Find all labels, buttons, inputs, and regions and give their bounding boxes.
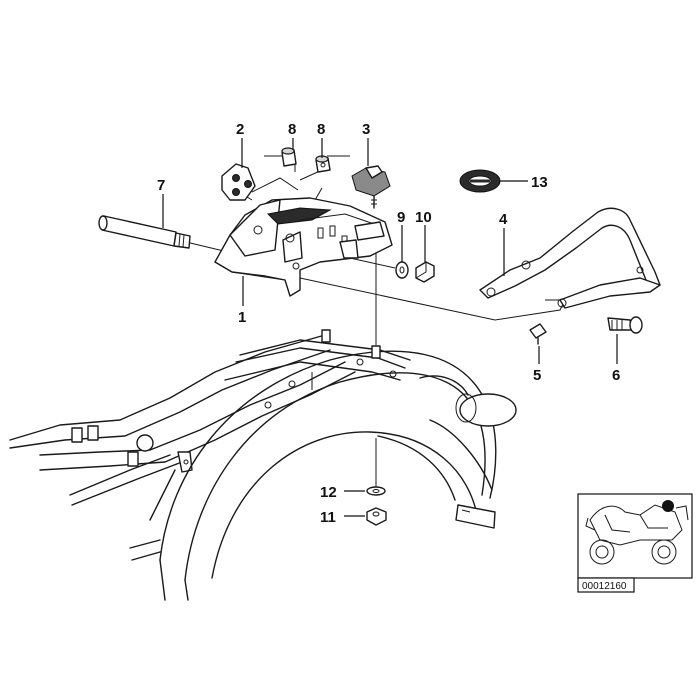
diagram-ref-code: 00012160 [582,581,627,592]
callout-2: 2 [236,121,244,138]
part-3-knob-screw[interactable] [351,165,391,209]
callout-7: 7 [157,177,165,194]
part-12-washer[interactable] [366,486,386,496]
callout-5: 5 [533,367,541,384]
location-inset: 00012160 [577,493,693,593]
callout-10: 10 [415,209,432,226]
part-5-small-screw[interactable] [529,323,547,345]
callout-6: 6 [612,367,620,384]
part-6-bolt[interactable] [607,316,643,334]
callout-8-left: 8 [288,121,296,138]
callout-1: 1 [238,309,246,326]
callout-8-right: 8 [317,121,325,138]
part-8-buffer-right[interactable] [315,155,331,173]
part-11-hex-nut[interactable] [366,507,387,526]
part-7-spacer-bar[interactable] [98,215,191,249]
part-13-grommet[interactable] [459,169,501,193]
callout-9: 9 [397,209,405,226]
part-2-bracket[interactable] [221,163,256,201]
leader-lines [162,138,618,517]
callout-3: 3 [362,121,370,138]
callout-4: 4 [499,211,508,228]
part-9-washer[interactable] [395,261,409,279]
part-10-cap-nut[interactable] [415,261,435,283]
part-8-buffer-left[interactable] [281,147,297,167]
part-1-carrier-plate[interactable] [214,197,393,297]
callout-11: 11 [320,509,336,526]
callout-13: 13 [531,174,548,191]
motorcycle-thumbnail [585,500,689,565]
callout-12: 12 [320,484,337,501]
callouts: 2 8 8 3 7 9 10 4 13 1 5 6 12 11 [157,121,620,526]
part-4-grab-handle[interactable] [479,207,661,309]
frame-and-fender [9,329,517,601]
location-marker [662,500,674,512]
